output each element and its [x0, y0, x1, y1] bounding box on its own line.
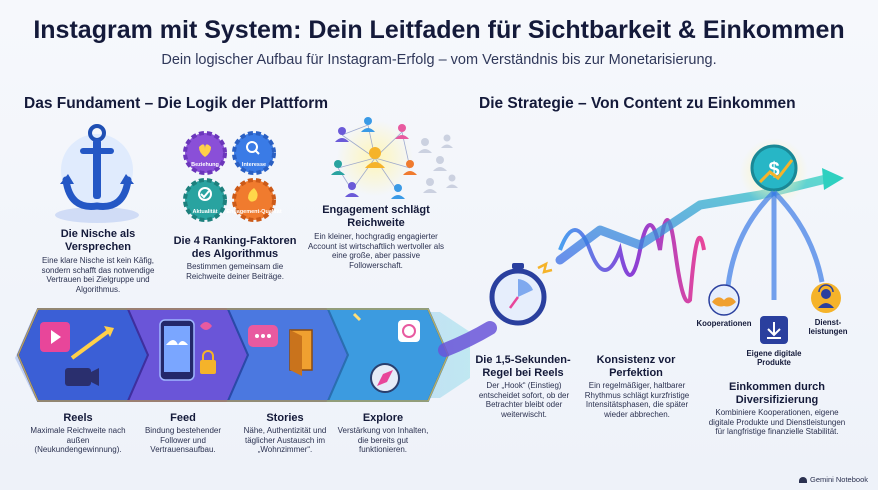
income-text: Kombiniere Kooperationen, eigene digital… [708, 408, 846, 437]
stopwatch-icon [489, 261, 553, 326]
consistency-wave [558, 218, 706, 304]
format-stories-text: Nähe, Authentizität und täglicher Austau… [243, 426, 327, 455]
stream-digitale-produkte: Eigene digitale Produkte [746, 349, 802, 367]
income-heading: Einkommen durch Diversifizierung [729, 381, 825, 406]
income-hub-icon: $ [708, 138, 841, 344]
engagement-network-icon [331, 117, 458, 199]
strategy-section-title: Die Strategie – Von Content zu Einkommen [479, 95, 796, 112]
niche-heading: Die Nische als Versprechen [60, 228, 136, 253]
format-feed-text: Bindung bestehender Follower und Vertrau… [144, 426, 222, 455]
ranking-text: Bestimmen gemeinsam die Reichweite deine… [186, 262, 284, 281]
format-reels-text: Maximale Reichweite nach außen (Neukunde… [30, 426, 126, 455]
format-explore-text: Verstärkung von Inhalten, die bereits gu… [337, 426, 429, 455]
footer-brand: Gemini Notebook [799, 475, 868, 484]
engagement-text: Ein kleiner, hochgradig engagierter Acco… [307, 232, 445, 270]
consistency-text: Ein regelmäßiger, haltbarer Rhythmus sch… [584, 381, 690, 419]
hook-text: Der „Hook“ (Einstieg) entscheidet sofort… [478, 381, 570, 419]
formats-ribbon [15, 308, 470, 402]
format-feed-heading: Feed [170, 412, 196, 424]
footer-brand-label: Gemini Notebook [810, 475, 868, 484]
format-explore-heading: Explore [362, 412, 404, 424]
stream-kooperationen: Kooperationen [696, 319, 752, 328]
stream-dienstleistungen: Dienst-leistungen [808, 318, 848, 336]
page-title: Instagram mit System: Dein Leitfaden für… [33, 16, 845, 44]
engagement-heading: Engagement schlägt Reichweite [322, 204, 430, 229]
foundation-section-title: Das Fundament – Die Logik der Plattform [24, 95, 329, 112]
format-reels-heading: Reels [63, 412, 93, 424]
niche-text: Eine klare Nische ist kein Käfig, sonder… [41, 256, 155, 294]
ranking-heading: Die 4 Ranking-Faktoren des Algorithmus [173, 235, 297, 260]
notebook-icon [799, 476, 808, 483]
svg-text:$: $ [768, 159, 779, 181]
page-subtitle: Dein logischer Aufbau für Instagram-Erfo… [161, 52, 717, 68]
hook-heading: Die 1,5-Sekunden-Regel bei Reels [475, 354, 571, 379]
consistency-heading: Konsistenz vor Perfektion [596, 354, 676, 379]
format-stories-heading: Stories [266, 412, 304, 424]
anchor-icon [55, 124, 139, 223]
ranking-gears-icon [183, 131, 276, 222]
